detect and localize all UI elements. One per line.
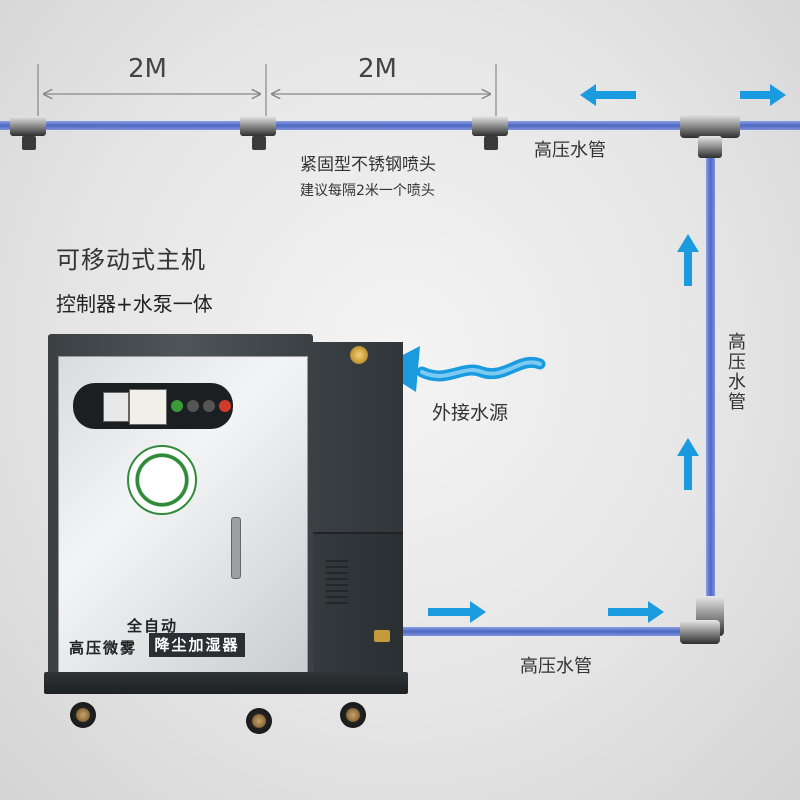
nozzle [240,116,276,150]
pipe-label-top: 高压水管 [534,140,606,161]
vent-slot [326,572,348,574]
dimension-label: 2M [128,54,167,84]
pressure-gauge [129,389,167,425]
nozzle-note-line2: 建议每隔2米一个喷头 [300,183,435,199]
nozzle [10,116,46,150]
mist-machine: 全自动 高压微雾 降尘加湿器 [44,334,408,734]
vent-slot [326,596,348,598]
machine-front-panel: 全自动 高压微雾 降尘加湿器 [58,356,308,676]
vent-slot [326,578,348,580]
vent-slot [326,560,348,562]
vent-slot [326,590,348,592]
dimension-lines [37,64,497,120]
timer-display [103,392,129,422]
flow-arrow-left [580,84,636,106]
control-panel [73,383,233,429]
brand-logo [127,445,197,515]
host-subtitle: 控制器+水泵一体 [56,292,213,316]
host-title: 可移动式主机 [56,246,206,274]
stop-button[interactable] [219,400,231,412]
top-pipe [0,121,800,130]
selector-knob[interactable] [187,400,199,412]
badge-line1: 全自动 [127,617,179,635]
caster-wheel [340,702,366,728]
flow-arrow-right [608,601,664,623]
caster-wheel [246,708,272,734]
vent-slot [326,584,348,586]
elbow-fitting [680,596,724,644]
door-handle[interactable] [231,517,241,579]
flow-arrow-right [740,84,786,106]
pipe-label-right: 高压水管 [725,332,746,412]
badge-line2-right: 降尘加湿器 [149,633,245,657]
selector-knob[interactable] [203,400,215,412]
right-pipe [706,140,715,620]
dimension-label: 2M [358,54,397,84]
nozzle-note-line1: 紧固型不锈钢喷头 [300,155,436,175]
tee-fitting [680,114,740,158]
vent-slot [326,602,348,604]
machine-side-upper [313,342,403,534]
flow-arrow-up [677,438,699,490]
water-inlet [350,346,368,364]
pipe-label-bottom: 高压水管 [520,656,592,677]
bottom-pipe [398,627,710,636]
water-source-label: 外接水源 [432,402,509,424]
badge-line2-left: 高压微雾 [69,639,138,657]
caster-wheel [70,702,96,728]
flow-arrow-right [428,601,486,623]
water-outlet [374,630,390,642]
nozzle [472,116,508,150]
machine-base [44,672,408,694]
flow-arrow-up [677,234,699,286]
start-button[interactable] [171,400,183,412]
vent-slot [326,566,348,568]
